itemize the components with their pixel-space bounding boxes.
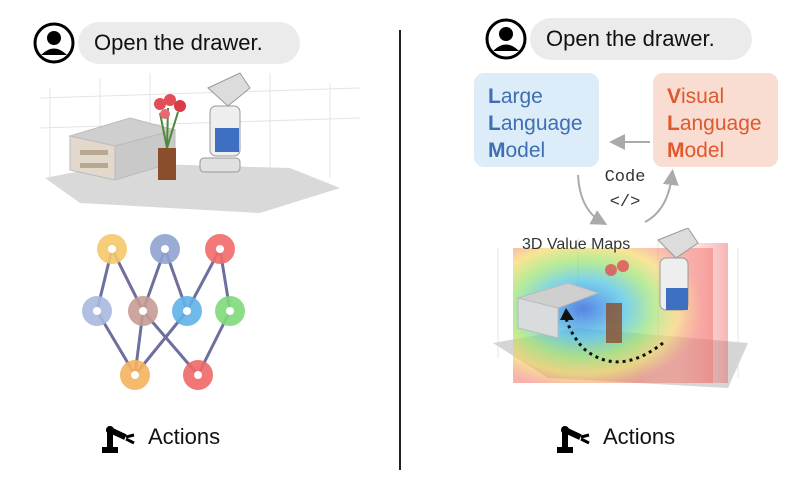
vlm-line-1: Visual [667, 85, 725, 108]
instruction-text-left: Open the drawer. [94, 30, 263, 55]
instruction-bubble-right: Open the drawer. [530, 18, 752, 60]
neural-network-diagram [82, 234, 245, 390]
value-maps-label: 3D Value Maps [522, 236, 631, 253]
cycle-arrows [577, 134, 679, 225]
actions-label-left: Actions [148, 424, 221, 449]
llm-line-2: Language [488, 112, 583, 135]
code-symbol: </> [609, 193, 641, 212]
instruction-text-right: Open the drawer. [546, 26, 715, 51]
network-node-center [93, 307, 101, 315]
user-avatar-icon [485, 18, 527, 60]
user-avatar-icon [33, 22, 75, 64]
arrow-maps-to-vlm [644, 169, 679, 223]
panel-divider [399, 30, 401, 470]
network-node-center [183, 307, 191, 315]
value-map-scene [493, 228, 748, 388]
network-node-center [108, 245, 116, 253]
vlm-line-2: Language [667, 112, 762, 135]
trajectory-path [564, 317, 664, 364]
robot-arm-icon-right [557, 426, 590, 453]
code-label: Code [604, 168, 646, 187]
instruction-bubble-left: Open the drawer. [78, 22, 300, 64]
vlm-line-3: Model [667, 139, 725, 162]
arrow-llm-to-maps [577, 174, 608, 225]
network-node-center [226, 307, 234, 315]
actions-label-right: Actions [603, 424, 676, 449]
network-node-center [139, 307, 147, 315]
vlm-box: Visual Language Model [653, 73, 778, 167]
trajectory-arrowhead [560, 308, 574, 320]
network-node-center [216, 245, 224, 253]
network-node-center [161, 245, 169, 253]
llm-box: Large Language Model [474, 73, 599, 167]
network-node-center [131, 371, 139, 379]
llm-line-1: Large [488, 85, 543, 108]
network-node-center [194, 371, 202, 379]
llm-line-3: Model [488, 139, 546, 162]
scene-image-left [40, 72, 361, 213]
robot-arm-icon-left [102, 426, 135, 453]
